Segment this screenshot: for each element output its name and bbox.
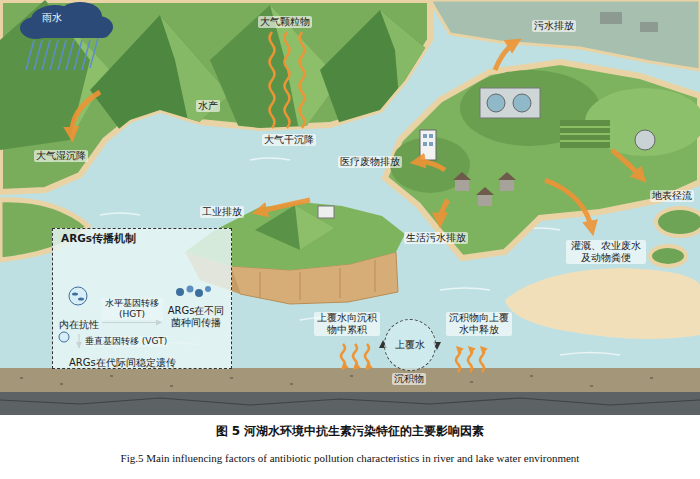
map-label: 雨水 <box>40 12 64 24</box>
exchange-wave <box>341 344 345 368</box>
bacteria-icon <box>59 286 211 343</box>
peninsula <box>385 62 700 266</box>
peninsula <box>476 187 494 195</box>
map-label: 地表径流 <box>650 190 694 202</box>
map-label: 大气干沉降 <box>262 134 316 146</box>
top-right-land <box>430 0 700 70</box>
top-right-land <box>600 12 622 24</box>
peninsula <box>513 94 531 112</box>
map-label: 生活污水排放 <box>404 232 468 244</box>
exchange-wave <box>480 348 484 372</box>
peninsula <box>429 134 433 138</box>
particle-wave <box>285 32 290 128</box>
resistance-node: 内在抗性 <box>59 313 99 332</box>
exchange-wave <box>468 348 472 372</box>
map-label: 沉积物 <box>392 373 426 385</box>
peninsula <box>429 142 433 146</box>
mountain-range <box>320 10 440 125</box>
edge-label: 垂直基因转移 (VGT) <box>84 336 168 347</box>
emission-arrow <box>72 92 100 136</box>
water <box>0 0 700 370</box>
inheritance-node: ARGs在代际间稳定遗传 <box>69 351 176 370</box>
peninsula <box>650 246 686 266</box>
peninsula <box>478 195 492 206</box>
node-text: 内在抗性 <box>59 319 99 331</box>
node-text: 上覆水 <box>395 339 425 351</box>
bacteria-icon <box>176 288 184 296</box>
water-circle: 上覆水 <box>384 319 436 371</box>
english-caption: Fig.5 Main influencing factors of antibi… <box>0 452 700 465</box>
top-right-land <box>430 0 700 70</box>
map-label: 医疗废物排放 <box>338 156 402 168</box>
particle-wave <box>300 32 305 128</box>
peninsula <box>423 134 427 138</box>
sandbank <box>505 268 700 339</box>
bacteria-icon <box>69 287 87 305</box>
node-text: ARGs在代际间稳定遗传 <box>69 357 176 369</box>
exchange-wave <box>456 348 460 372</box>
peninsula <box>560 127 610 141</box>
peninsula <box>455 180 469 191</box>
sandbank <box>505 268 700 339</box>
peninsula <box>453 172 471 180</box>
top-right-land <box>640 22 658 32</box>
edge-label: 水平基因转移 (HGT) <box>101 298 163 320</box>
emission-arrow <box>72 42 642 230</box>
island <box>318 206 334 218</box>
emission-arrow <box>258 200 310 212</box>
bacteria-icon <box>195 289 203 297</box>
emission-arrow <box>612 150 642 178</box>
particle-wave <box>270 32 305 128</box>
map-label: 水产 <box>196 100 220 112</box>
rain-cloud <box>30 24 110 38</box>
sediment-layer <box>20 376 653 386</box>
transfer-node: ARGs在不同菌种间传播 <box>165 305 227 330</box>
sediment-layer <box>0 398 700 405</box>
mountain-range <box>0 0 440 150</box>
map-label: 灌溉、农业废水及动物粪便 <box>566 240 646 264</box>
peninsula <box>423 142 427 146</box>
peninsula <box>656 208 700 236</box>
bacteria-icon <box>72 292 78 295</box>
emission-arrow <box>545 180 592 230</box>
rain-cloud <box>20 2 113 70</box>
sediment-layer <box>0 368 700 392</box>
bacteria-icon <box>187 286 194 293</box>
bacteria-icon <box>205 286 211 292</box>
emission-arrow <box>440 200 448 222</box>
particle-wave <box>270 32 275 128</box>
figure-caption: 图 5 河湖水环境中抗生素污染特征的主要影响因素 <box>0 424 700 438</box>
bacteria-icon <box>59 332 69 342</box>
box-heading: ARGs传播机制 <box>61 232 223 245</box>
sediment-layer <box>0 368 700 415</box>
sediment-layer <box>0 392 700 415</box>
map-label: 沉积物向上覆水中释放 <box>446 312 512 336</box>
peninsula <box>420 130 436 160</box>
map-label: 大气湿沉降 <box>34 150 88 162</box>
mountain-range <box>380 10 440 110</box>
peninsula <box>635 130 655 150</box>
island <box>295 205 335 250</box>
peninsula <box>480 88 540 118</box>
peninsula <box>487 94 505 112</box>
exchange-wave <box>365 344 369 368</box>
peninsula <box>498 172 516 180</box>
bacteria-icon <box>78 297 84 300</box>
peninsula <box>560 120 610 148</box>
map-label: 上覆水向沉积物中累积 <box>314 312 380 336</box>
peninsula <box>390 70 700 193</box>
emission-arrow <box>416 162 445 170</box>
emission-arrow <box>495 42 516 70</box>
exchange-wave <box>353 344 357 368</box>
rain-cloud <box>26 38 98 70</box>
peninsula <box>390 137 470 193</box>
node-text: ARGs在不同菌种间传播 <box>165 305 227 329</box>
map-label: 工业排放 <box>200 206 244 218</box>
map-label: 污水排放 <box>532 20 576 32</box>
water <box>0 0 700 370</box>
peninsula <box>500 180 514 191</box>
map-label: 大气颗粒物 <box>258 16 312 28</box>
